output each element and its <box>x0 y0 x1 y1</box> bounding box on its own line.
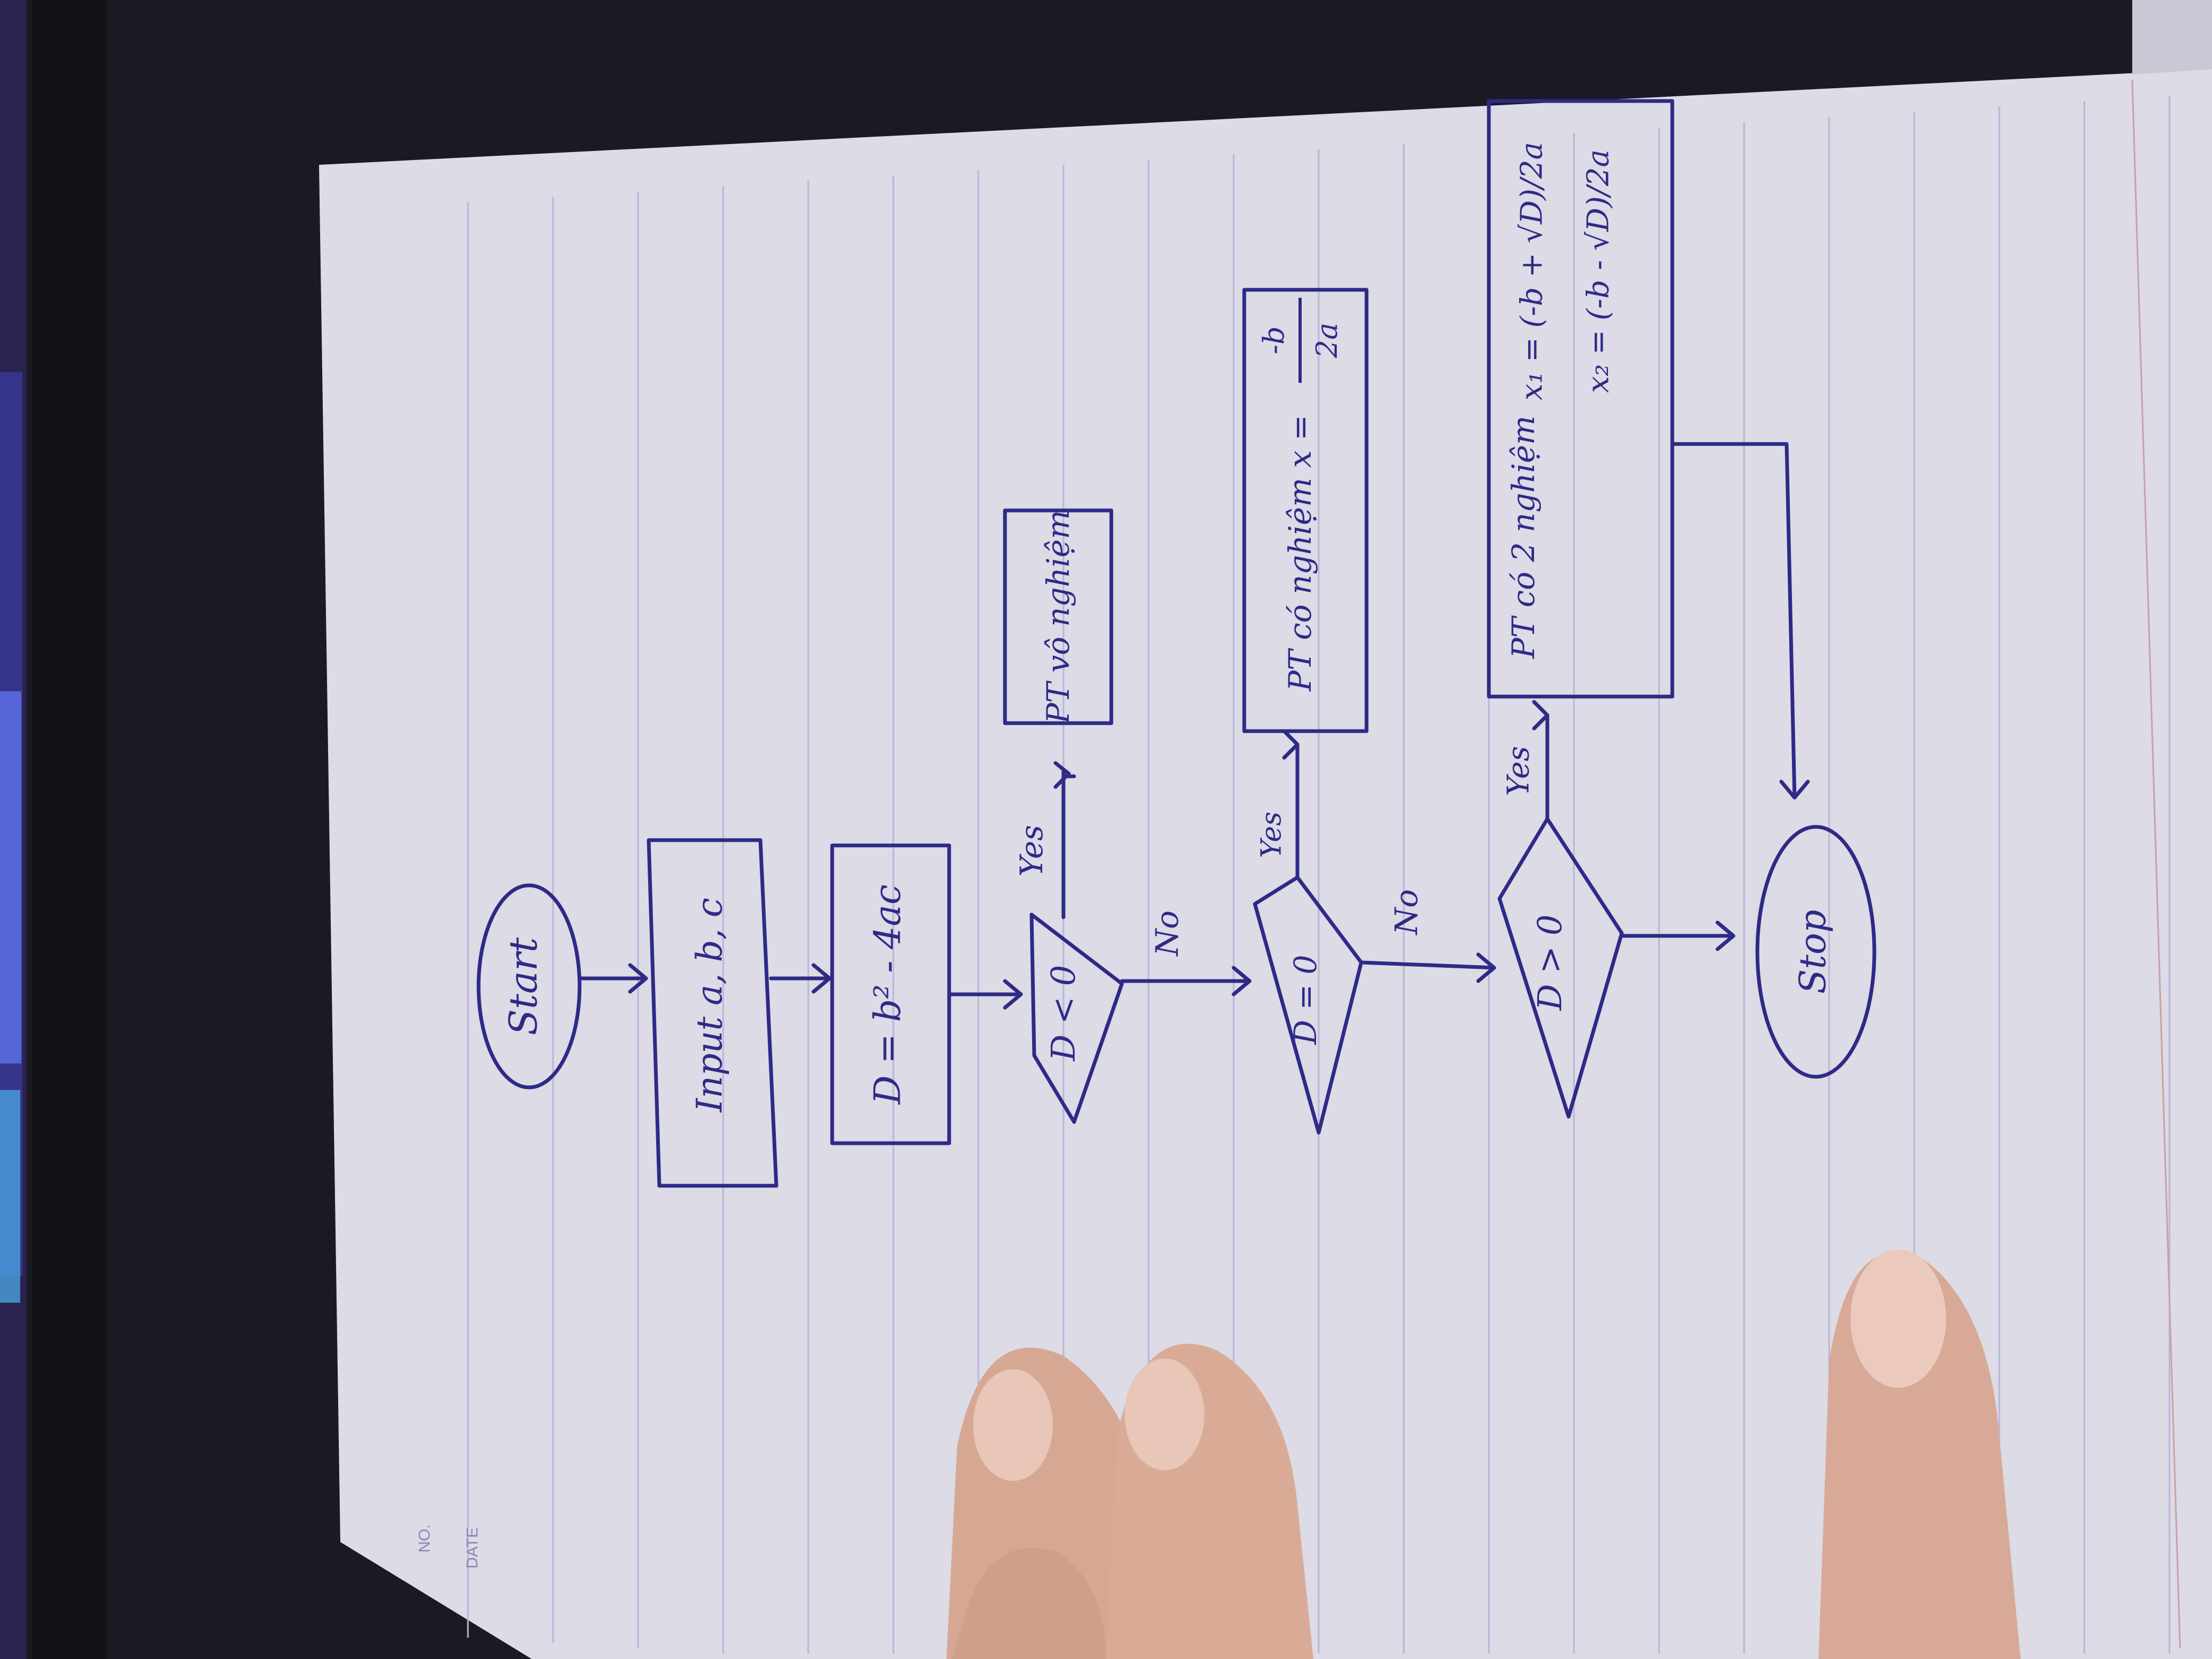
cond-zero-label: D = 0 <box>1287 955 1323 1045</box>
arrow-start-input <box>577 963 648 994</box>
out-one-box <box>1242 288 1369 733</box>
out-one-numerator: -b <box>1257 326 1291 355</box>
pos-yes-label: Yes <box>1502 746 1536 796</box>
stop-terminal <box>1755 825 1876 1079</box>
arrow-pos-stop <box>1620 920 1736 951</box>
stop-label: Stop <box>1792 910 1834 994</box>
finger-3 <box>952 1548 1106 1659</box>
out-two-box <box>1487 99 1674 699</box>
notebook-page <box>319 69 2212 1659</box>
arrow-out-two-stop <box>1670 442 1810 800</box>
arrow-input-compute <box>769 963 832 994</box>
fingernail-1 <box>973 1369 1053 1481</box>
input-label: Input a, b, c <box>689 898 730 1112</box>
fingernail-2 <box>1125 1359 1204 1470</box>
cond-pos-decision <box>1497 817 1624 1119</box>
hand <box>946 1250 2021 1659</box>
page-corner <box>2132 0 2212 74</box>
start-terminal <box>476 883 582 1090</box>
no-label: NO. <box>416 1524 433 1553</box>
arrow-pos-yes <box>1532 700 1549 821</box>
neg-yes-label: Yes <box>1013 825 1050 876</box>
arrow-zero-yes <box>1282 729 1300 879</box>
arrow-neg-yes <box>1053 761 1076 919</box>
out-one-prefix: PT có nghiệm x = <box>1282 415 1318 692</box>
out-two-prefix: PT có 2 nghiệm <box>1505 415 1541 659</box>
neg-no-label: No <box>1149 910 1185 957</box>
thumbnail <box>1850 1250 1946 1388</box>
arrow-compute-cond-neg <box>947 979 1023 1010</box>
arrow-zero-no <box>1359 952 1496 983</box>
date-label: DATE <box>464 1527 481 1569</box>
out-one-denominator: 2a <box>1310 323 1344 359</box>
zero-yes-label: Yes <box>1256 811 1288 858</box>
cond-neg-label: D < 0 <box>1044 965 1083 1062</box>
input-parallelogram <box>647 838 778 1188</box>
out-none-box <box>1003 508 1113 725</box>
compute-label: D = b² - 4ac <box>867 884 909 1105</box>
out-none-label: PT vô nghiệm <box>1040 510 1076 724</box>
zero-no-label: No <box>1388 889 1425 936</box>
out-two-x2: x₂ = (-b - √D)/2a <box>1581 149 1616 393</box>
arrow-neg-no <box>1120 966 1252 996</box>
start-label: Start <box>501 937 546 1036</box>
cond-pos-label: D > 0 <box>1530 915 1569 1011</box>
keyboard-led-strip <box>0 0 27 1659</box>
margin-line <box>2131 79 2181 1649</box>
out-two-x1: x₁ = (-b + √D)/2a <box>1515 142 1549 400</box>
monitor-edge <box>32 0 106 1659</box>
cond-neg-decision <box>1029 912 1124 1124</box>
flowchart <box>476 99 1876 1188</box>
